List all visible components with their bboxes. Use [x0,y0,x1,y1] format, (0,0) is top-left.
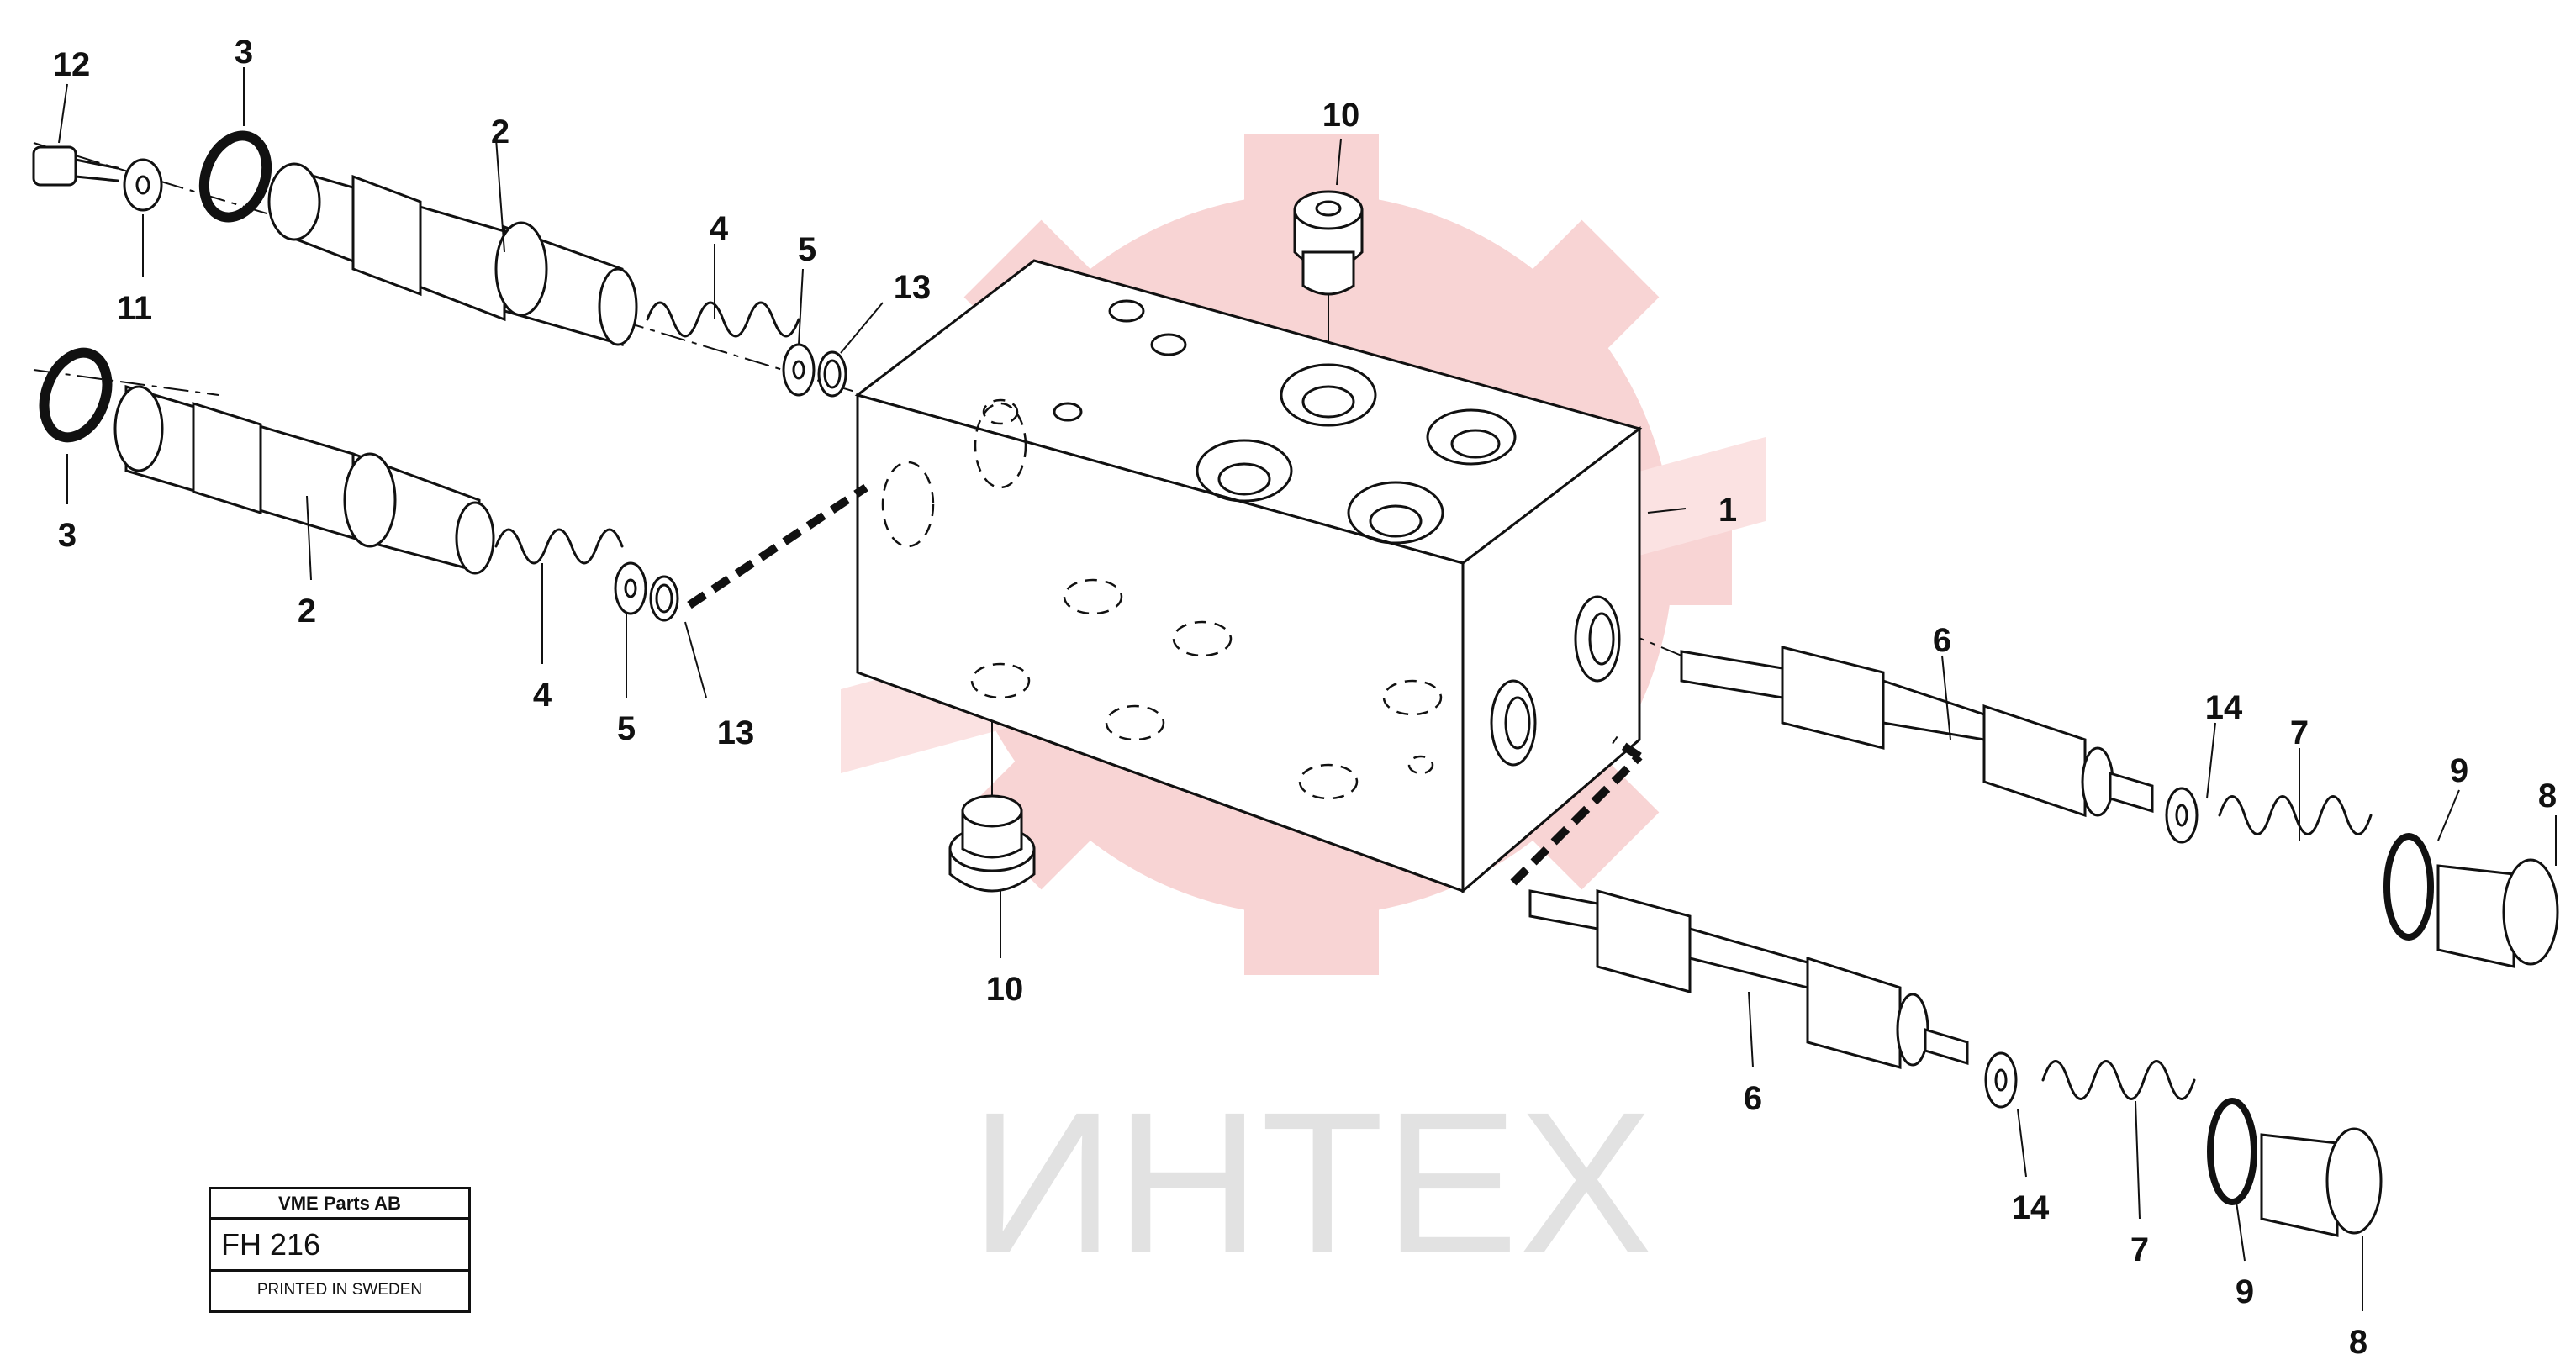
callout-5-upper: 5 [798,231,816,268]
callout-7-lower: 7 [2130,1231,2149,1268]
upper-right-assembly [1680,646,2559,968]
plug-top [1293,190,1364,296]
stamp-company: VME Parts AB [211,1189,468,1220]
block-hidden-ports [881,398,1443,800]
watermark-text: ИНТЕХ [970,1070,1654,1295]
stamp-code: FH 216 [211,1220,468,1272]
callout-1: 1 [1718,492,1737,529]
callout-10-upper: 10 [1322,97,1360,134]
callout-2-upper: 2 [491,113,509,150]
lower-right-assembly [1528,889,2383,1237]
callout-7-upper: 7 [2290,714,2309,751]
callout-13-upper: 13 [894,269,932,306]
plug-bottom [948,794,1036,893]
block-side-ports [1490,595,1621,767]
callout-9-lower: 9 [2236,1273,2254,1310]
leader-lines [58,67,2557,1311]
callout-14-upper: 14 [2205,689,2243,726]
callout-13-lower: 13 [717,714,755,751]
lower-left-assembly [39,347,679,622]
title-stamp: VME Parts AB FH 216 PRINTED IN SWEDEN [209,1187,471,1313]
callout-6-lower: 6 [1744,1080,1762,1117]
callout-5-lower: 5 [617,710,636,747]
callout-labels: 1 2 2 3 3 4 4 5 5 6 6 7 7 8 8 9 9 10 10 … [53,34,2557,1361]
callout-3-lower: 3 [58,517,77,554]
callout-14-lower: 14 [2012,1189,2050,1226]
block-top-ports [1053,299,1517,545]
callout-12: 12 [53,46,91,83]
callout-3-upper: 3 [235,34,253,71]
valve-block [854,259,1643,894]
callout-8-lower: 8 [2349,1324,2367,1361]
callout-2-lower: 2 [298,593,316,630]
callout-10-lower: 10 [986,971,1024,1008]
callout-4-upper: 4 [710,210,729,247]
callout-9-upper: 9 [2450,752,2468,789]
callout-4-lower: 4 [533,677,552,714]
stamp-printed: PRINTED IN SWEDEN [256,1281,423,1299]
connection-dashes [687,483,1643,886]
callout-11: 11 [117,290,152,327]
callout-6-upper: 6 [1933,622,1951,659]
upper-left-assembly [32,130,847,398]
callout-8-upper: 8 [2538,777,2557,814]
